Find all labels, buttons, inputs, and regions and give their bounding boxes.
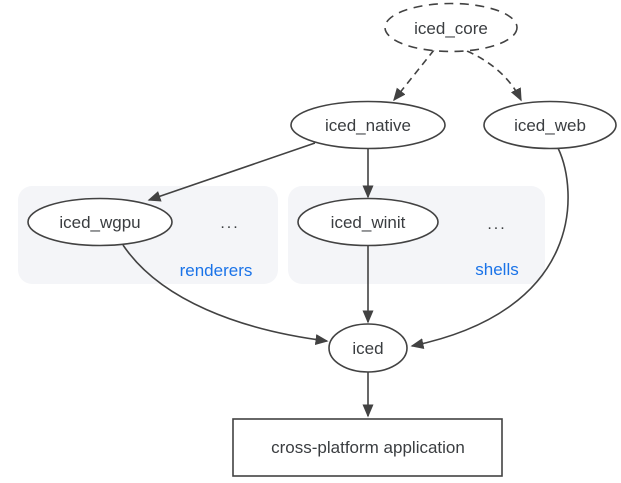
edge-iced-wgpu-to-iced bbox=[122, 244, 329, 346]
iced-native-ellipse bbox=[290, 100, 446, 150]
renderers-group-label: renderers bbox=[180, 261, 253, 280]
application-rect bbox=[232, 418, 503, 477]
iced-label: iced bbox=[352, 339, 383, 358]
iced-core-label: iced_core bbox=[414, 19, 488, 38]
node-iced-web: iced_web bbox=[483, 100, 617, 150]
node-iced-native: iced_native bbox=[290, 100, 446, 150]
node-iced-core: iced_core bbox=[384, 2, 518, 53]
edge-iced-native-to-iced-wgpu bbox=[147, 142, 316, 202]
iced-native-label: iced_native bbox=[325, 116, 411, 135]
node-iced-wgpu: iced_wgpu bbox=[27, 197, 173, 247]
iced-winit-label: iced_winit bbox=[331, 213, 406, 232]
iced-core-ellipse bbox=[384, 2, 518, 53]
shells-group-label: shells bbox=[475, 260, 518, 279]
iced-web-ellipse bbox=[483, 100, 617, 150]
iced-wgpu-label: iced_wgpu bbox=[59, 213, 140, 232]
renderers-ellipsis: ... bbox=[220, 215, 239, 232]
application-label: cross-platform application bbox=[271, 438, 465, 457]
node-iced-winit: iced_winit bbox=[297, 197, 439, 247]
iced-wgpu-ellipse bbox=[27, 197, 173, 247]
iced-ellipse bbox=[328, 323, 408, 373]
iced-winit-ellipse bbox=[297, 197, 439, 247]
shells-ellipsis: ... bbox=[487, 216, 506, 233]
iced-web-label: iced_web bbox=[514, 116, 586, 135]
edge-iced-core-to-iced-native bbox=[393, 49, 435, 102]
edge-iced-core-to-iced-web bbox=[466, 50, 522, 102]
edge-iced-web-to-iced bbox=[410, 147, 569, 350]
node-iced: iced bbox=[328, 323, 408, 373]
node-cross-platform-application: cross-platform application bbox=[232, 418, 503, 477]
